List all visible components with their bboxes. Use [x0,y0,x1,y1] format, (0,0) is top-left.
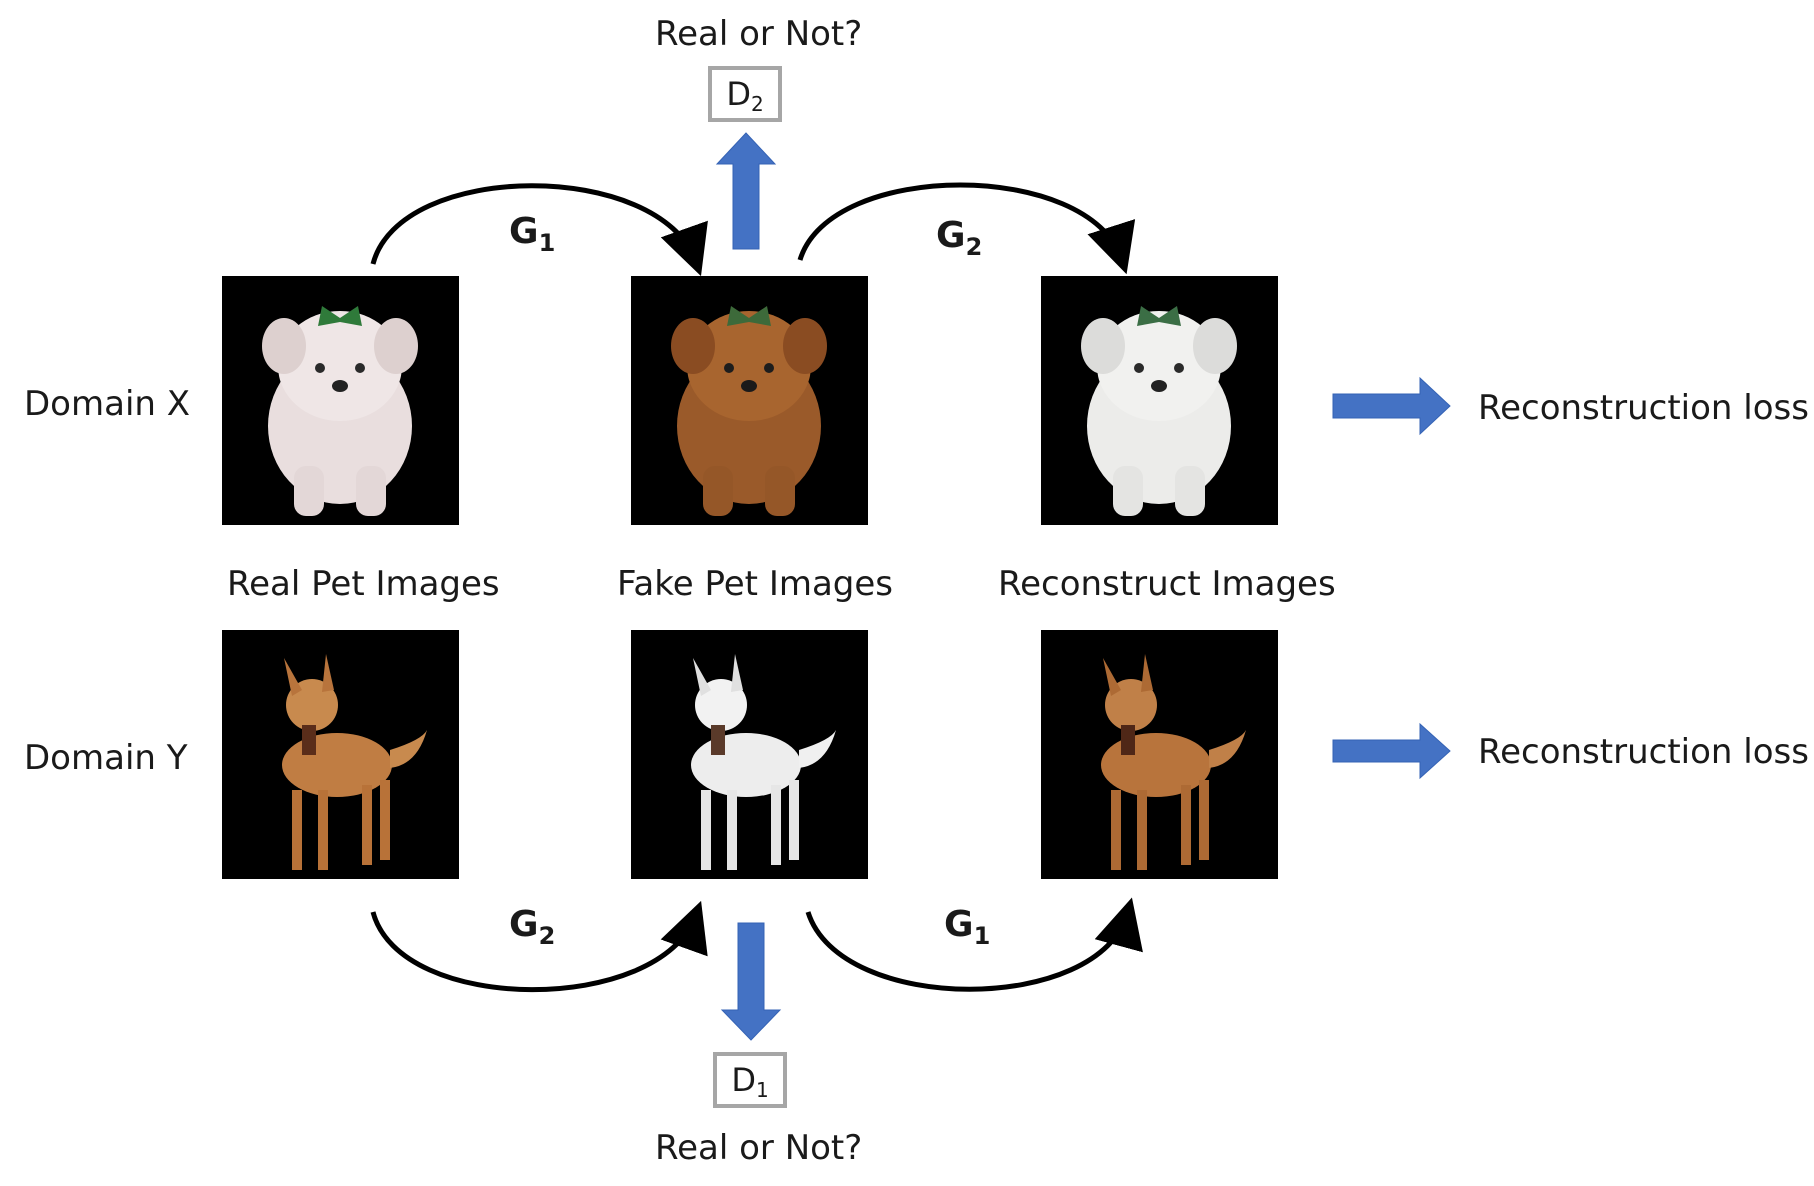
arrow-to-loss-bottom [1332,722,1451,780]
g-index: 1 [538,229,556,257]
reconstruction-loss-top-label: Reconstruction loss [1478,388,1809,428]
generator-g2-top-label: G2 [936,216,982,267]
g2-curve-bottom [370,900,708,993]
white-chihuahua-image [631,630,868,879]
d2-question: Real or Not? [655,14,863,54]
generator-g1-bottom-label: G1 [944,905,990,956]
g1-curve-top [370,183,708,277]
arrow-down-to-d1 [720,922,782,1041]
g-letter: G [509,211,539,252]
d2-letter: D [726,75,751,113]
g2-curve-top [797,182,1136,275]
discriminator-d2-box: D2 [708,66,782,122]
d1-question: Real or Not? [655,1128,863,1168]
arrow-up-to-d2 [715,132,777,250]
reconstructed-white-puppy-image [1041,276,1278,525]
white-puppy-image [222,276,459,525]
reconstructed-brown-chihuahua-image [1041,630,1278,879]
brown-chihuahua-image [222,630,459,879]
g-letter: G [509,904,539,945]
g-letter: G [944,904,974,945]
g-index: 2 [965,233,983,261]
fake-pet-images-label: Fake Pet Images [617,564,894,604]
domain-y-label: Domain Y [24,738,188,778]
generator-g2-bottom-label: G2 [509,905,555,956]
generator-g1-top-label: G1 [509,212,555,263]
g-index: 1 [973,922,991,950]
arrow-to-loss-top [1332,376,1451,436]
reconstruction-loss-bottom-label: Reconstruction loss [1478,732,1809,772]
d1-index: 1 [755,1078,769,1102]
g-index: 2 [538,922,556,950]
real-pet-images-label: Real Pet Images [227,564,500,604]
reconstruct-images-label: Reconstruct Images [998,564,1336,604]
g1-curve-bottom [805,897,1143,992]
domain-x-label: Domain X [24,384,191,424]
discriminator-d1-box: D1 [713,1052,787,1108]
d1-letter: D [731,1061,756,1099]
g-letter: G [936,215,966,256]
brown-puppy-image [631,276,868,525]
d2-index: 2 [750,92,764,116]
